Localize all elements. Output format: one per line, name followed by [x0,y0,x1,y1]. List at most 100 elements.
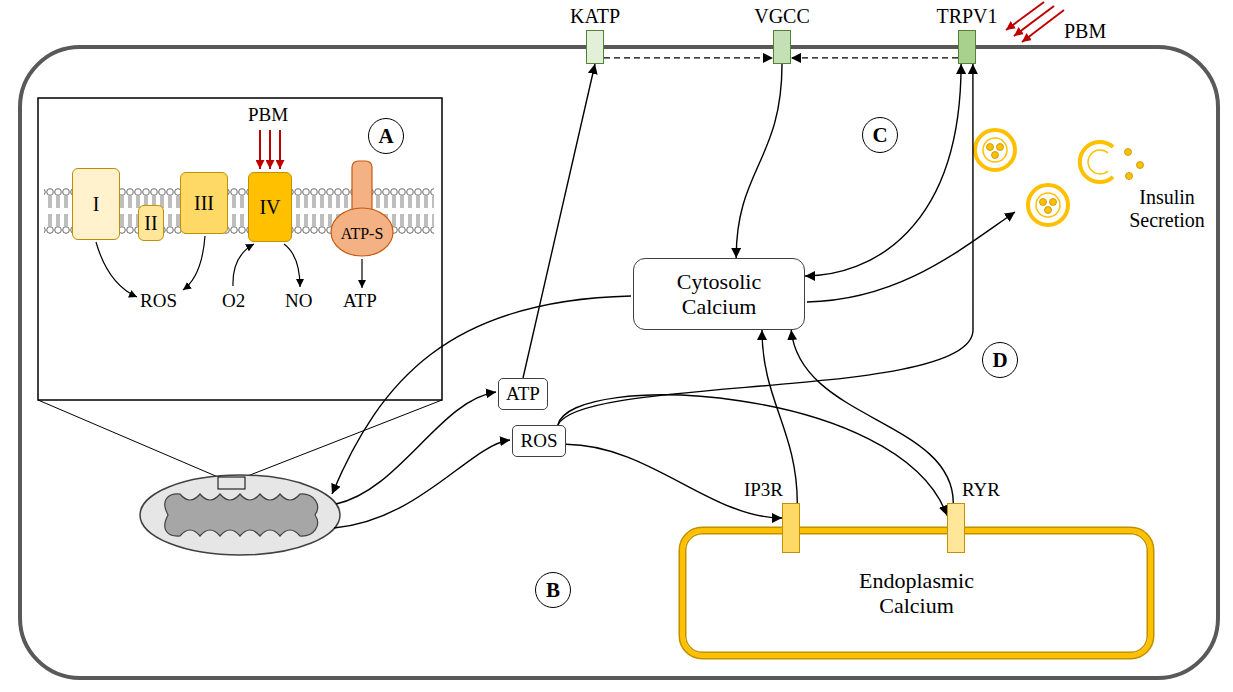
vesicle-open-core [1088,150,1108,174]
connector-arrow [558,395,947,516]
annotation-label: PBM [248,104,288,126]
connector-arrow [558,64,973,425]
connector-arrow [566,444,782,518]
insulin-granule [1125,149,1132,156]
insulin-granule [997,144,1004,151]
node-text: B [546,578,560,602]
mitochondrion [140,475,340,555]
node-text: ATP [506,383,540,405]
connector-arrow [805,64,961,276]
callout-circle: B [535,572,571,608]
insulin-vesicle [1028,185,1068,225]
exocytosis-vesicle [1080,142,1144,182]
light-arrow [1006,2,1044,30]
node-text: C [872,123,887,147]
insulin-granule [987,144,994,151]
callout-circle: D [982,342,1018,378]
zoom-lines [38,400,442,477]
node-text: ATP-S [341,225,384,243]
connector-arrow [604,57,773,58]
node-text: II [144,212,157,235]
vesicle [1028,185,1068,225]
insulin-granule [992,152,999,159]
zoom-marker [218,477,245,489]
insulin-granule [1126,173,1133,180]
arrow [807,212,1015,302]
arrow [332,296,631,494]
node-text: ROS [521,430,558,452]
ion-channel: VGCC [773,30,791,64]
ion-channel: KATP [586,30,604,64]
arrow [284,244,300,287]
complex-box: III [180,172,228,234]
vesicle-core [1036,193,1060,217]
channel-label: VGCC [754,5,810,28]
mitochondrion-cristae [165,494,318,536]
ion-channel: RYR [947,503,965,553]
node-text: A [378,124,393,148]
atp-synthase-head [331,208,393,256]
light-arrow [259,130,261,169]
insulin-vesicle [975,130,1015,170]
callout-circle: A [368,118,404,154]
insulin-granule [1050,199,1057,206]
arrow [96,242,137,297]
connector-arrow [523,64,595,378]
insulin-granule [1137,162,1144,169]
annotation-label: O2 [222,290,245,312]
organelle-box: Endoplasmic CalciumIP3RRYR [680,528,1153,658]
zoom-line [245,400,442,477]
insulin-granule [1040,199,1047,206]
annotation-label: NO [285,290,312,312]
channel-label: RYR [962,479,1000,501]
complex-box: I [72,168,120,240]
vesicle-open [1080,142,1113,182]
node-text: III [194,192,214,215]
channel-label: KATP [570,5,620,28]
connector-arrow [762,330,797,503]
annotation-label: PBM [1064,20,1106,43]
ion-channel: TRPV1 [958,30,976,64]
mitochondrion-outer [140,475,340,555]
atp-synthase: ATP-S [330,160,394,258]
connector-arrow [736,64,782,258]
light-arrows [260,2,1064,169]
complex-box: II [138,205,164,241]
arrow [233,244,254,286]
annotation-label: ROS [140,290,177,312]
channel-label: TRPV1 [936,5,997,28]
channel-label: IP3R [744,479,783,501]
light-arrow [1022,10,1064,42]
node-text: Endoplasmic Calcium [842,568,992,619]
node-text: D [992,348,1007,372]
pathway-arrows [332,212,1015,528]
node-text: I [93,193,100,216]
complex-box: IV [248,172,292,242]
vesicle [975,130,1015,170]
annotation-label: Insulin Secretion [1122,186,1212,232]
arrow [183,236,205,290]
ion-channel: IP3R [782,503,800,553]
callout-circle: C [862,117,898,153]
zoom-line [38,400,218,477]
light-arrow [279,130,281,169]
inset-frame [38,98,442,400]
connector-arrow [791,330,953,503]
cell-membrane [20,47,1218,678]
node-text: IV [259,196,280,219]
process-box: ROS [512,425,566,457]
insulin-granule [1045,207,1052,214]
atp-synthase-shape [330,160,394,258]
annotation-label: ATP [343,290,377,312]
light-arrow [269,130,271,169]
node-text: Cytosolic Calcium [659,269,779,320]
process-box: Cytosolic Calcium [633,258,805,330]
connector-arrow [791,57,958,58]
process-box: ATP [498,378,548,410]
arrow [334,440,510,528]
arrow [336,392,496,504]
inset-arrows [96,236,362,297]
vesicle-core [983,138,1007,162]
arrow [361,259,362,288]
